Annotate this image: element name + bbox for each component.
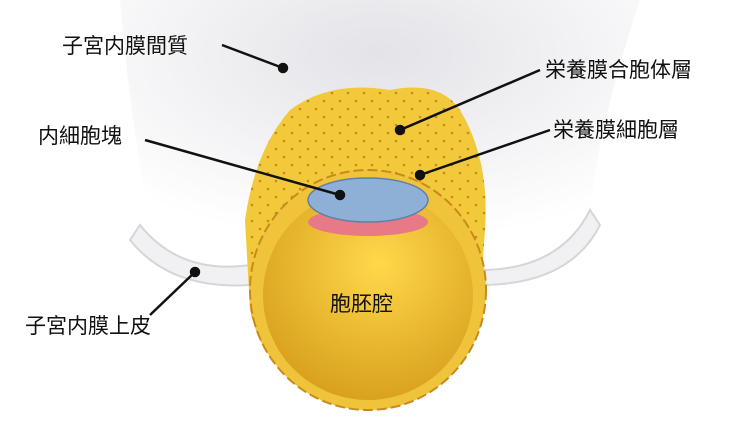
label-endometrial-stroma: 子宮内膜間質	[62, 34, 188, 58]
label-cytotrophoblast: 栄養膜細胞層	[553, 118, 679, 142]
label-blastocoel: 胞胚腔	[330, 292, 393, 316]
label-inner-cell-mass: 内細胞塊	[38, 124, 122, 148]
inner-cell-mass	[307, 177, 429, 223]
label-syncytiotrophoblast: 栄養膜合胞体層	[545, 58, 692, 82]
label-endometrial-epithelium: 子宮内膜上皮	[25, 314, 151, 338]
blastocoel-cavity	[263, 190, 473, 400]
